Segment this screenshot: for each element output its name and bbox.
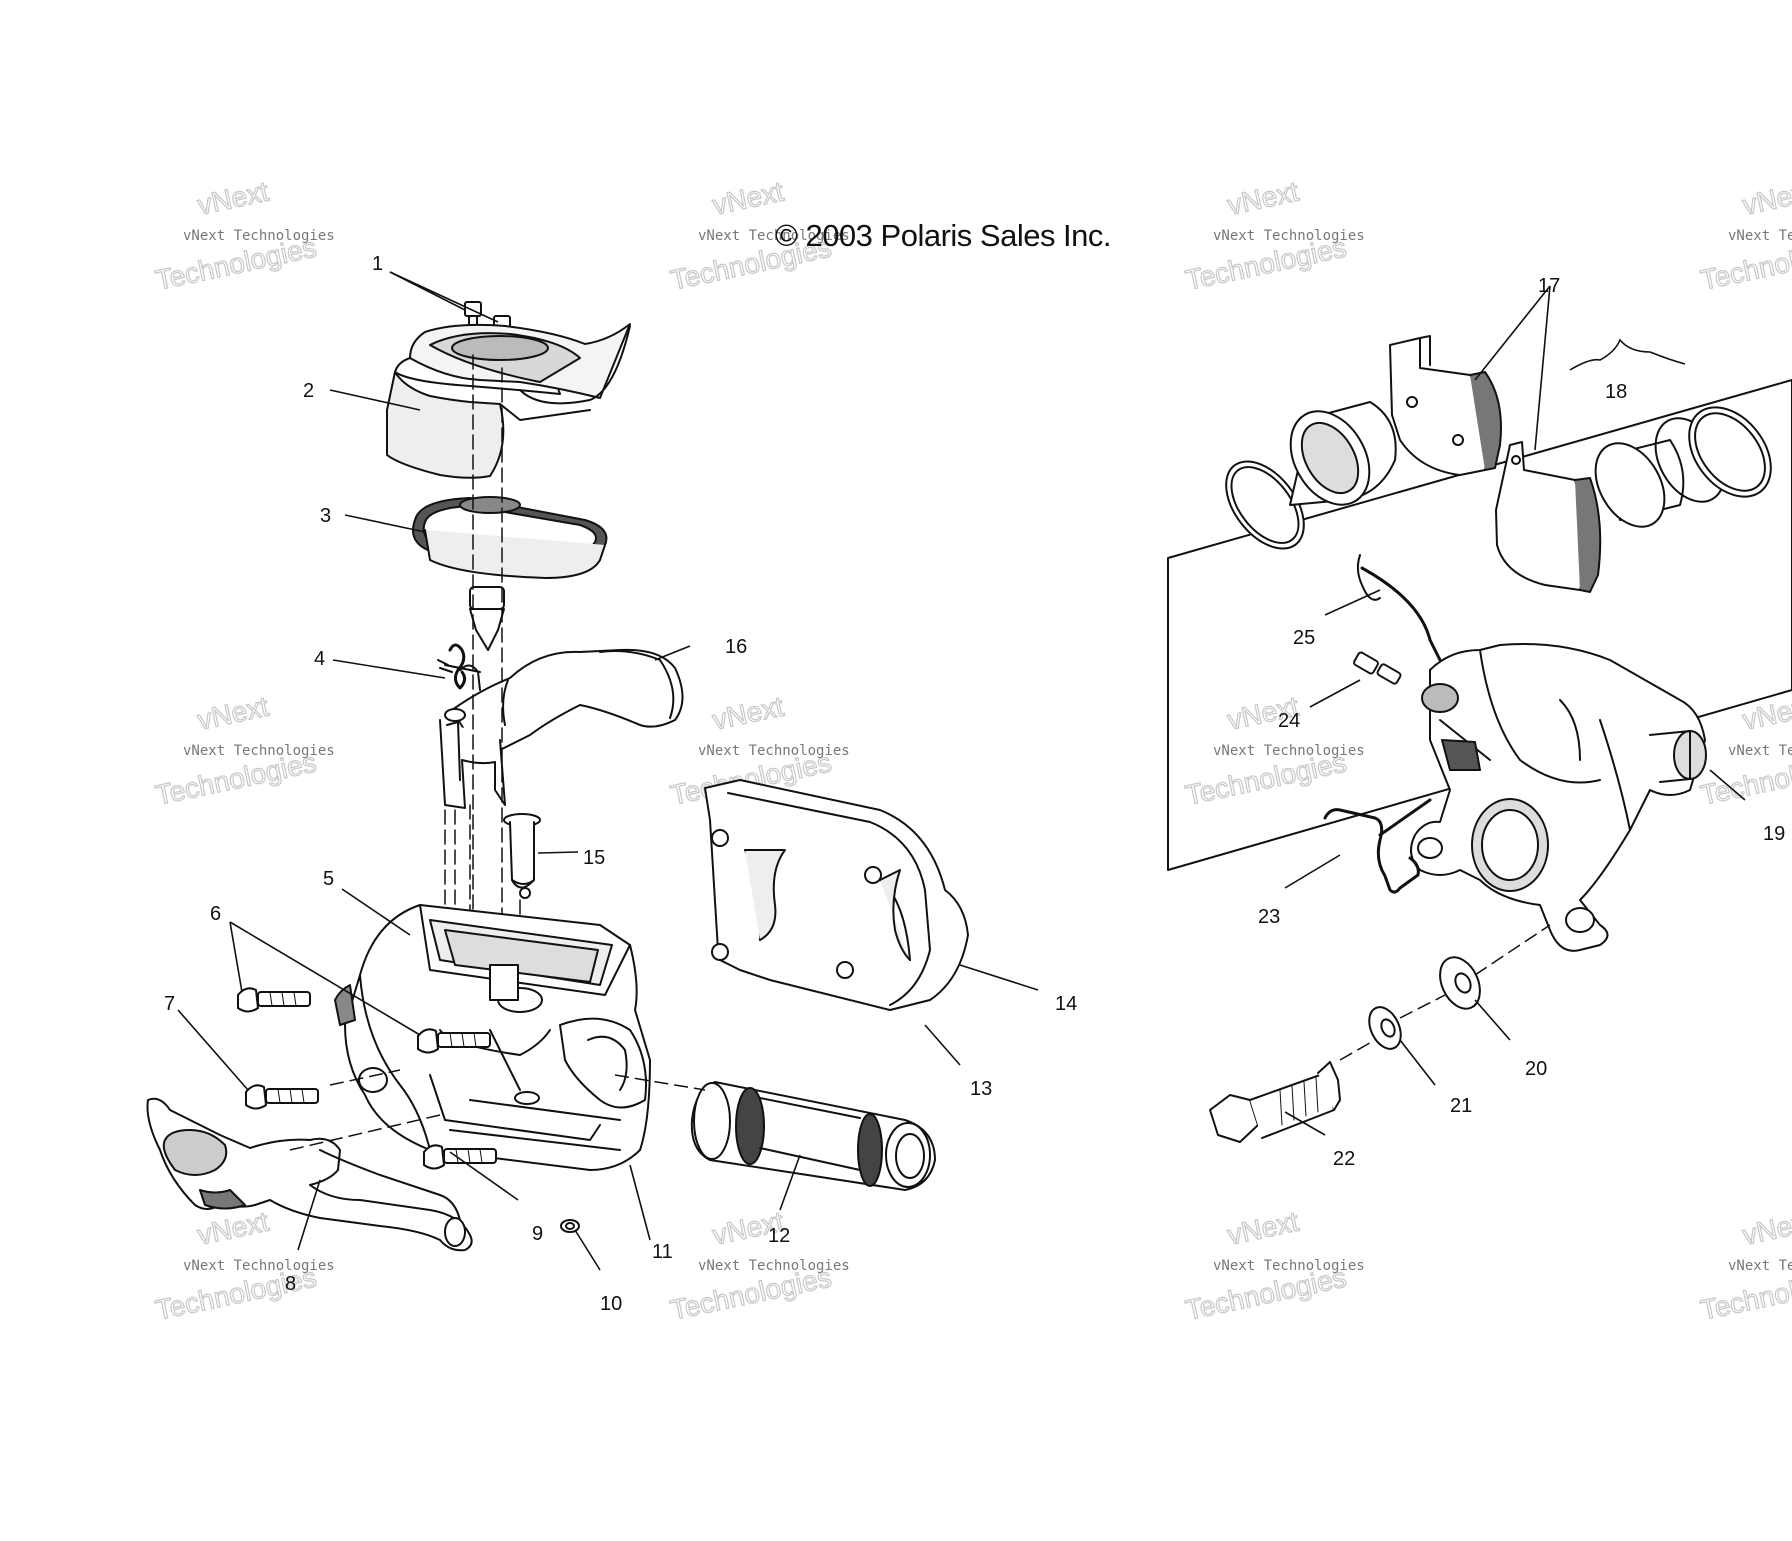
screw-icon: [417, 1028, 491, 1054]
master-cylinder-icon: [334, 904, 651, 1171]
watermark: vNext vNext Technologies Technologies: [1697, 1205, 1792, 1326]
watermark-text: vNext Technologies: [1728, 743, 1792, 759]
watermark: vNext vNext Technologies Technologies: [152, 690, 335, 811]
callout-18: 18: [1605, 381, 1627, 403]
bracket-icon: [439, 648, 684, 809]
callout-7: 7: [164, 993, 175, 1015]
guide-lines: [1339, 1039, 1376, 1061]
bleeder-screw-icon: [1353, 651, 1402, 685]
watermark-text: vNext: [1740, 1206, 1792, 1251]
watermark-text: vNext Technologies: [183, 1258, 335, 1274]
watermark-text: vNext: [1740, 176, 1792, 221]
spring-icon: [437, 643, 481, 691]
watermark-text: vNext: [195, 176, 272, 221]
callout-5: 5: [323, 868, 334, 890]
watermark: vNext vNext Technologies Technologies: [1697, 175, 1792, 296]
washer-icon: [1368, 1006, 1402, 1050]
watermark: vNext vNext Technologies Technologies: [1697, 690, 1792, 811]
watermark-text: vNext Technologies: [698, 743, 850, 759]
callout-15: 15: [583, 847, 605, 869]
callout-4: 4: [314, 648, 325, 670]
callout-25: 25: [1293, 627, 1315, 649]
reservoir-cover-icon: [386, 323, 631, 479]
callout-1: 1: [372, 253, 383, 275]
watermark-text: vNext Technologies: [183, 228, 335, 244]
watermark: vNext vNext Technologies Technologies: [1182, 175, 1365, 296]
callout-24: 24: [1278, 710, 1300, 732]
screw-icon: [423, 1144, 497, 1170]
callout-22: 22: [1333, 1148, 1355, 1170]
callout-3: 3: [320, 505, 331, 527]
retaining-clip-icon: [1323, 798, 1432, 894]
piston-icon: [1594, 417, 1726, 528]
assembly-frame: [1167, 379, 1792, 871]
guide-lines: [1474, 924, 1551, 976]
watermark-text: vNext Technologies: [1213, 1258, 1365, 1274]
watermark-text: vNext Technologies: [1728, 1258, 1792, 1274]
seal-ring-icon: [1688, 406, 1772, 498]
brake-lever-icon: [146, 1097, 473, 1252]
callout-16: 16: [725, 636, 747, 658]
guide-lines: [289, 1114, 441, 1151]
callout-21: 21: [1450, 1095, 1472, 1117]
watermark-text: vNext: [195, 1206, 272, 1251]
watermark: vNext vNext Technologies Technologies: [667, 1205, 850, 1326]
brake-pad-icon: [1389, 335, 1502, 476]
watermark-text: vNext: [710, 691, 787, 736]
callout-14: 14: [1055, 993, 1077, 1015]
screw-icon: [237, 987, 311, 1013]
watermark-text: vNext Technologies: [1728, 228, 1792, 244]
watermark: vNext vNext Technologies Technologies: [152, 1205, 335, 1326]
watermark-text: vNext: [1225, 1206, 1302, 1251]
bleeder-hose-icon: [1356, 554, 1452, 682]
piston-icon: [690, 1081, 936, 1191]
watermark-text: vNext: [1225, 176, 1302, 221]
callout-17: 17: [1538, 275, 1560, 297]
watermark-text: vNext Technologies: [183, 743, 335, 759]
cover-plate-icon: [704, 779, 969, 1011]
copyright-notice: © 2003 Polaris Sales Inc.: [775, 218, 1112, 253]
guide-lines: [1399, 994, 1446, 1019]
watermark: vNext vNext Technologies Technologies: [1182, 690, 1365, 811]
screw-icon: [245, 1084, 319, 1110]
brake-pad-icon: [1495, 441, 1602, 593]
watermark-text: vNext: [195, 691, 272, 736]
callout-9: 9: [532, 1223, 543, 1245]
bolt-icon: [1209, 1061, 1341, 1143]
callout-23: 23: [1258, 906, 1280, 928]
watermark-text: vNext Technologies: [1213, 743, 1365, 759]
callout-20: 20: [1525, 1058, 1547, 1080]
watermark: vNext vNext Technologies Technologies: [152, 175, 335, 296]
plunger-icon: [469, 586, 505, 651]
caliper-icon: [1410, 643, 1707, 952]
callout-12: 12: [768, 1225, 790, 1247]
piston-icon: [1289, 401, 1397, 506]
diaphragm-icon: [412, 496, 608, 579]
callout-8: 8: [285, 1273, 296, 1295]
callout-13: 13: [970, 1078, 992, 1100]
watermark-text: vNext Technologies: [1213, 228, 1365, 244]
callouts: 1 2 3 4 5 6 7 8 9 10 11 12 13 14 15 16 1…: [164, 253, 1785, 1315]
circlip-icon: [560, 1219, 580, 1233]
watermark-text: vNext Technologies: [698, 1258, 850, 1274]
guide-lines: [329, 1069, 401, 1086]
seal-ring-icon: [1225, 460, 1305, 550]
callout-11: 11: [652, 1241, 673, 1263]
callout-19: 19: [1763, 823, 1785, 845]
callout-10: 10: [600, 1293, 622, 1315]
leader-lines: [177, 271, 1746, 1271]
watermark: vNext vNext Technologies Technologies: [1182, 1205, 1365, 1326]
callout-2: 2: [303, 380, 314, 402]
watermark-text: vNext: [710, 176, 787, 221]
guide-lines: [614, 1074, 706, 1091]
watermark-text: vNext Technologies: [698, 228, 850, 244]
washer-icon: [1439, 956, 1481, 1010]
callout-6: 6: [210, 903, 221, 925]
pin-icon: [503, 813, 541, 899]
